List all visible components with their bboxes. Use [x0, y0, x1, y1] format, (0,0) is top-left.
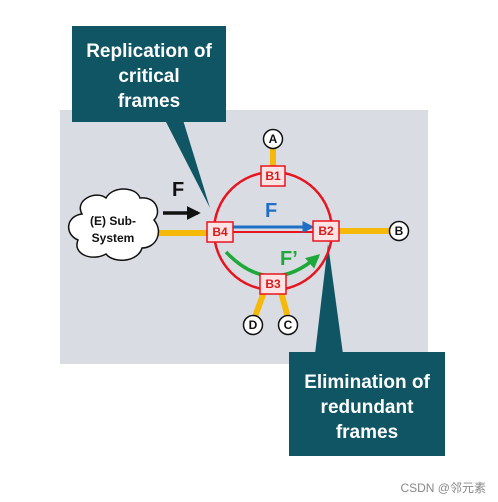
node-b1-label: B1 [265, 169, 281, 183]
link-b3-d [253, 289, 267, 317]
elimination-callout: Elimination of redundant frames [289, 244, 445, 456]
redundant-frame-label: F’ [280, 248, 298, 270]
replication-line-2: critical [118, 66, 179, 87]
watermark: CSDN @邻元素 [400, 481, 486, 495]
elimination-line-3: frames [336, 422, 398, 443]
endpoint-d-label: D [249, 318, 258, 332]
endpoint-b: B [388, 220, 410, 242]
node-b3: B3 [259, 273, 287, 295]
endpoint-b-label: B [395, 224, 404, 238]
endpoint-a: A [262, 128, 284, 150]
endpoint-c-label: C [284, 318, 293, 332]
node-b4: B4 [206, 221, 234, 243]
direct-frame-label: F [265, 200, 277, 222]
subsystem-line-2: System [92, 231, 135, 245]
node-b1: B1 [260, 165, 286, 187]
elimination-line-2: redundant [321, 397, 415, 418]
replication-line-3: frames [118, 91, 180, 112]
subsystem-cloud: (E) Sub- System [68, 188, 160, 261]
node-b2-label: B2 [318, 224, 334, 238]
replication-line-1: Replication of [86, 41, 212, 62]
elimination-line-1: Elimination of [304, 372, 430, 393]
node-b3-label: B3 [265, 277, 281, 291]
endpoint-c: C [277, 314, 299, 336]
node-b4-label: B4 [212, 225, 228, 239]
link-b3-c [278, 289, 290, 317]
input-frame-label: F [172, 179, 184, 201]
node-b2: B2 [312, 220, 340, 242]
replication-callout: Replication of critical frames [72, 26, 226, 208]
endpoint-a-label: A [269, 132, 278, 146]
endpoint-d: D [242, 314, 264, 336]
subsystem-line-1: (E) Sub- [90, 214, 136, 228]
